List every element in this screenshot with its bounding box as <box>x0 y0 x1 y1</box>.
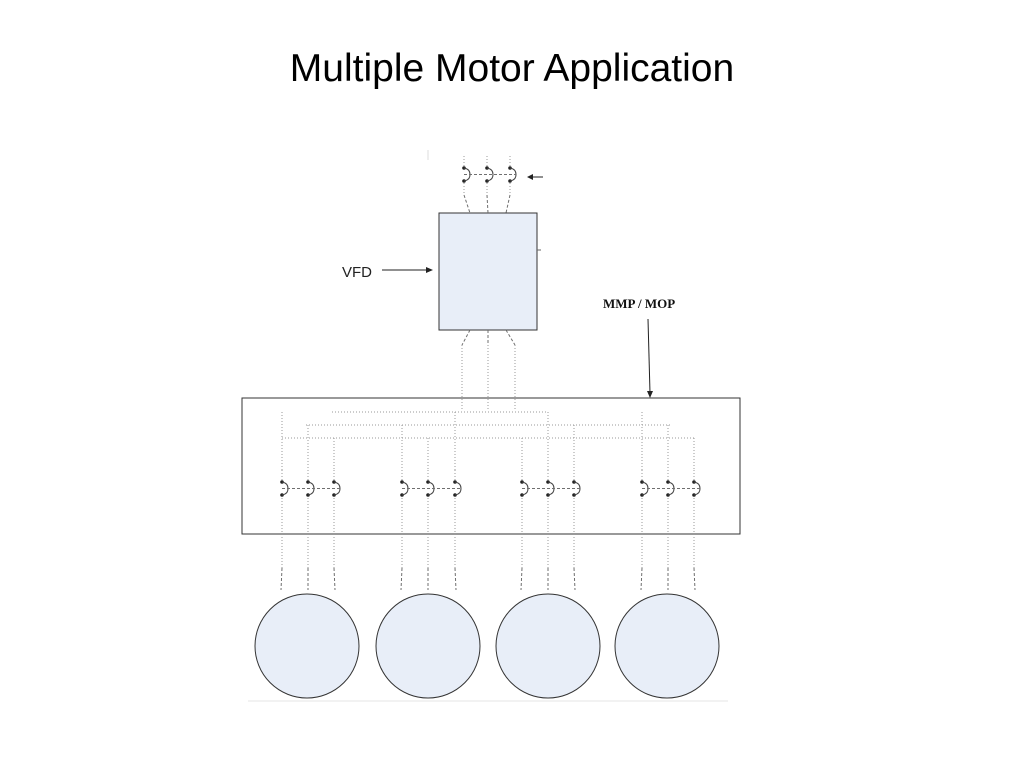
input-feed-wire <box>505 194 511 214</box>
input-arrow <box>527 174 543 180</box>
motor-lead-wire <box>573 567 576 591</box>
motor-3 <box>495 593 601 699</box>
vfd-wiring <box>461 183 516 410</box>
motor-lead-wire <box>454 567 457 591</box>
motor-protector-group <box>280 412 341 497</box>
vfd-block <box>438 212 538 331</box>
motor-lead-group <box>640 498 696 591</box>
switch-arc <box>454 481 462 496</box>
motor-leads <box>280 498 696 591</box>
mmp-mop-arrow <box>647 318 653 398</box>
motor-lead-group <box>400 498 457 591</box>
motor-lead-group <box>520 498 576 591</box>
motor-lead-wire <box>400 567 403 591</box>
motor-protector-group <box>640 412 701 497</box>
vfd-arrow <box>382 267 433 273</box>
input-disconnect-switch <box>462 156 517 183</box>
vfd-label: VFD <box>342 264 372 281</box>
distribution-bus <box>282 411 695 439</box>
input-feed-wire <box>486 194 489 214</box>
motor-2 <box>375 593 481 699</box>
motor-lead-group <box>280 498 336 591</box>
motor-lead-wire <box>333 567 336 591</box>
motor-lead-wire <box>280 567 283 591</box>
vfd-output-wire <box>461 329 471 346</box>
motor-4 <box>614 593 720 699</box>
motor-protector-group <box>400 412 462 497</box>
motor-protectors <box>280 412 701 497</box>
mmp-panel <box>241 397 741 535</box>
motor-1 <box>254 593 360 699</box>
mmp-mop-label: MMP / MOP <box>603 296 675 311</box>
motor-protector-group <box>520 412 581 497</box>
switch-arc <box>486 167 494 182</box>
motor-lead-wire <box>520 567 523 591</box>
motor-lead-wire <box>640 567 643 591</box>
motors <box>254 593 720 699</box>
motor-lead-wire <box>693 567 696 591</box>
slide-title: Multiple Motor Application <box>289 47 735 90</box>
vfd-output-wire <box>505 329 516 346</box>
input-feed-wire <box>463 194 471 214</box>
